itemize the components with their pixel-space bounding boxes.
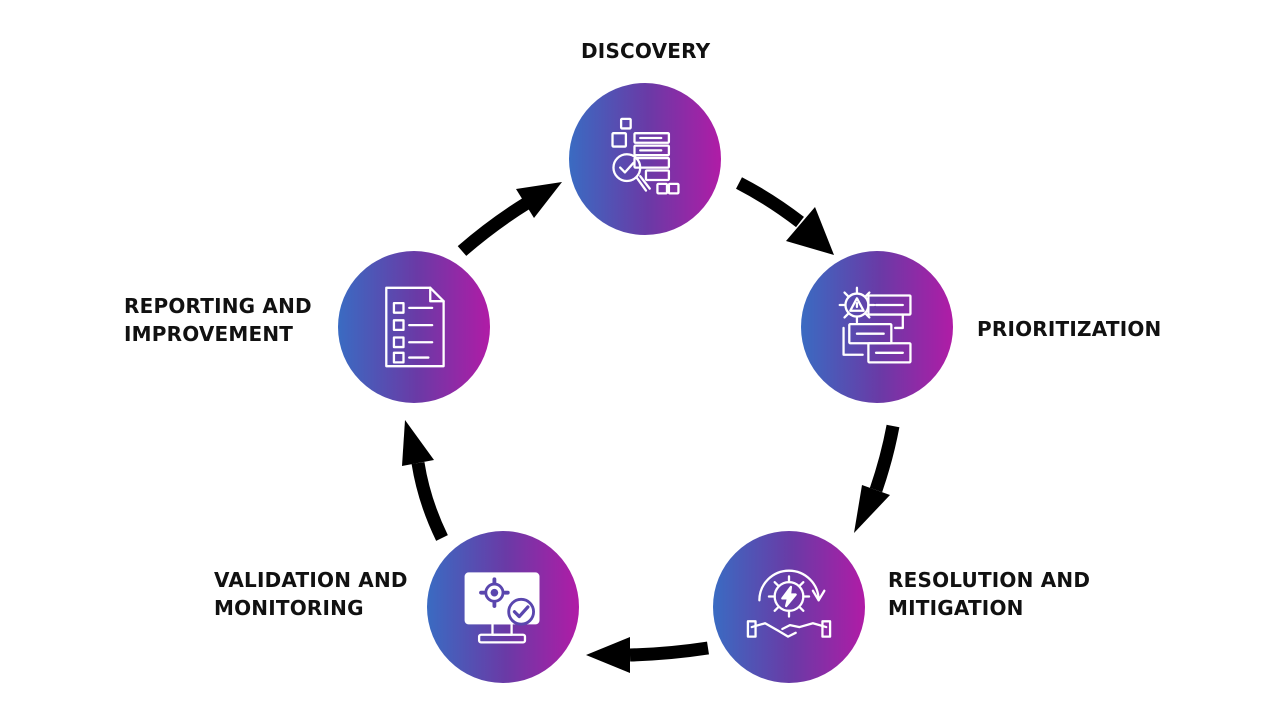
arrowhead-resolution: [854, 485, 890, 533]
gear-lightning-handshake-icon: [746, 569, 832, 638]
gear-warning-flowchart-icon: [838, 286, 912, 364]
resolution-title-line-1: RESOLUTION AND: [888, 568, 1091, 592]
arrow-discovery-to-prioritization: [736, 177, 804, 228]
report-checklist-icon: [385, 286, 445, 368]
discovery-step-circle: [569, 83, 721, 235]
prioritization-title-line-1: PRIORITIZATION: [977, 317, 1162, 341]
discovery-title-line-1: DISCOVERY: [581, 39, 711, 63]
arrow-resolution-to-validation: [629, 641, 709, 662]
arrowhead-reporting: [402, 420, 434, 466]
resolution-label: RESOLUTION AND MITIGATION: [888, 566, 1090, 622]
reporting-title-line-1: REPORTING AND: [124, 294, 312, 318]
prioritization-step-circle: [801, 251, 953, 403]
arrow-reporting-to-discovery: [457, 197, 531, 256]
arrow-validation-to-reporting: [411, 461, 448, 541]
validation-title-line-1: VALIDATION AND: [214, 568, 408, 592]
arrowhead-validation: [586, 637, 630, 673]
validation-label: VALIDATION AND MONITORING: [214, 566, 408, 622]
arrowhead-prioritization: [786, 207, 834, 255]
validation-step-circle: [427, 531, 579, 683]
discovery-label: DISCOVERY: [581, 37, 710, 65]
validation-title-line-2: MONITORING: [214, 596, 364, 620]
arrow-prioritization-to-resolution: [869, 424, 900, 493]
reporting-step-circle: [338, 251, 490, 403]
arrowhead-discovery: [516, 182, 562, 218]
resolution-title-line-2: MITIGATION: [888, 596, 1024, 620]
reporting-label: REPORTING AND IMPROVEMENT: [124, 292, 312, 348]
magnifier-server-checklist-icon: [611, 117, 680, 195]
monitor-gear-check-icon: [464, 572, 540, 644]
resolution-step-circle: [713, 531, 865, 683]
prioritization-label: PRIORITIZATION: [977, 315, 1161, 343]
reporting-title-line-2: IMPROVEMENT: [124, 322, 294, 346]
